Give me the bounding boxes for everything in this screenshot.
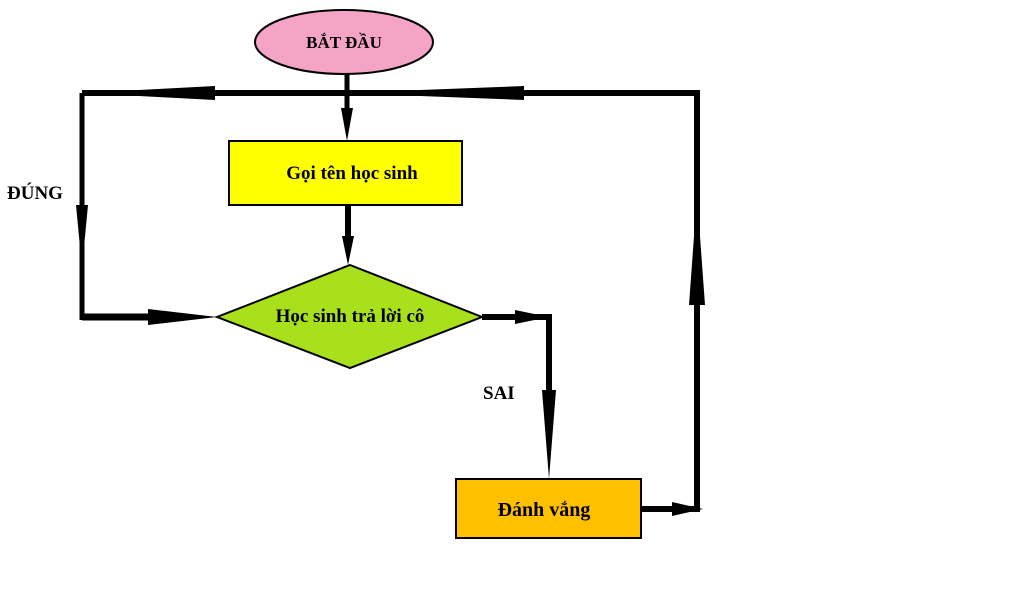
yes-label: ĐÚNG: [7, 182, 63, 204]
arrow-down-head: [76, 205, 88, 268]
edge-yes-loop: [76, 93, 217, 325]
start-label: BẮT ĐẦU: [306, 33, 382, 52]
edge-absent-loop: [641, 90, 705, 516]
arrow-left-head: [82, 86, 215, 100]
call-label: Gọi tên học sinh: [286, 163, 418, 184]
arrow-up-head: [689, 195, 705, 305]
no-label: SAI: [483, 383, 515, 404]
arrow-down-head: [341, 108, 353, 141]
arrow-right-head: [672, 502, 703, 516]
arrow-right-head: [515, 310, 549, 324]
call-node: Gọi tên học sinh: [228, 140, 463, 206]
decision-node: Học sinh trả lời cô: [214, 263, 485, 370]
loop-top-line: [82, 86, 697, 100]
absent-label: Đánh vắng: [498, 499, 591, 521]
absent-node: Đánh vắng: [455, 478, 642, 539]
decision-diamond: [214, 263, 485, 370]
edge-call-to-decision: [342, 205, 354, 265]
arrow-right-head: [148, 309, 217, 325]
arrow-down-head: [342, 236, 354, 265]
edge-start-to-call: [341, 74, 353, 141]
arrow-down-head: [542, 390, 556, 479]
start-ellipse: [254, 9, 434, 75]
call-box: [228, 140, 463, 206]
decision-label: Học sinh trả lời cô: [276, 306, 425, 327]
arrow-left-head: [344, 86, 524, 100]
start-node: BẮT ĐẦU: [254, 9, 434, 75]
edge-no: [482, 310, 556, 479]
